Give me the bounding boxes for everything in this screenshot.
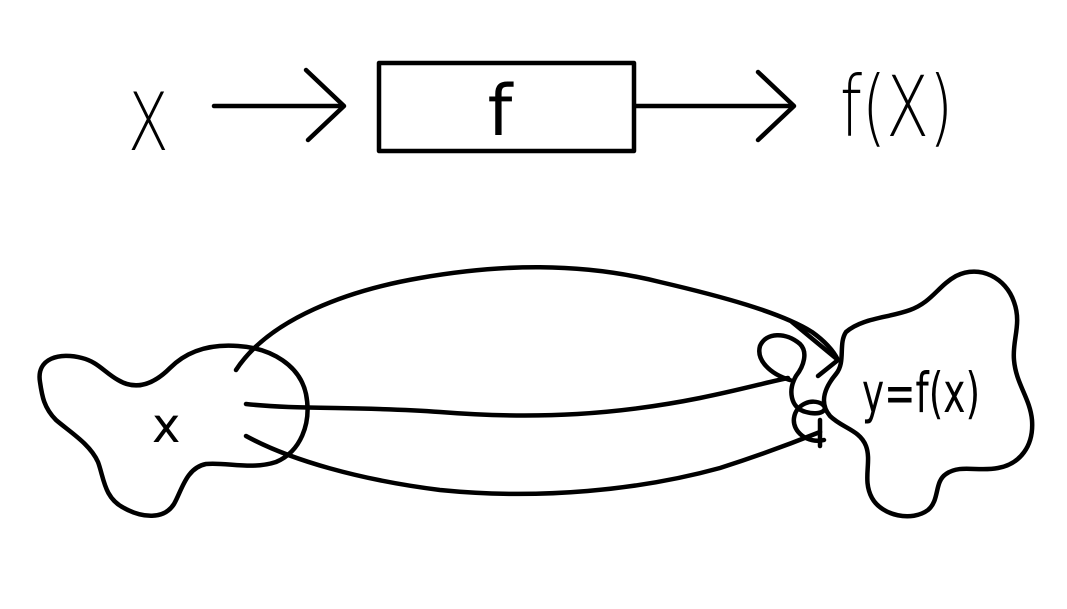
mapping-path-middle: [243, 375, 791, 418]
output-label: f(X): [840, 60, 953, 156]
mapping-arrowhead-upper: [789, 319, 841, 379]
mapping-tangle: [757, 333, 828, 444]
output-arrow: [633, 69, 797, 143]
codomain-blob: [821, 269, 1035, 519]
codomain-element-label: y=f(x): [862, 362, 980, 426]
mapping-path-lower: [243, 429, 823, 497]
input-label: X: [128, 76, 169, 169]
mapping-arc-upper: [233, 265, 841, 373]
function-label: f: [488, 70, 514, 152]
input-arrow: [211, 67, 347, 143]
domain-element-label: x: [152, 398, 180, 454]
